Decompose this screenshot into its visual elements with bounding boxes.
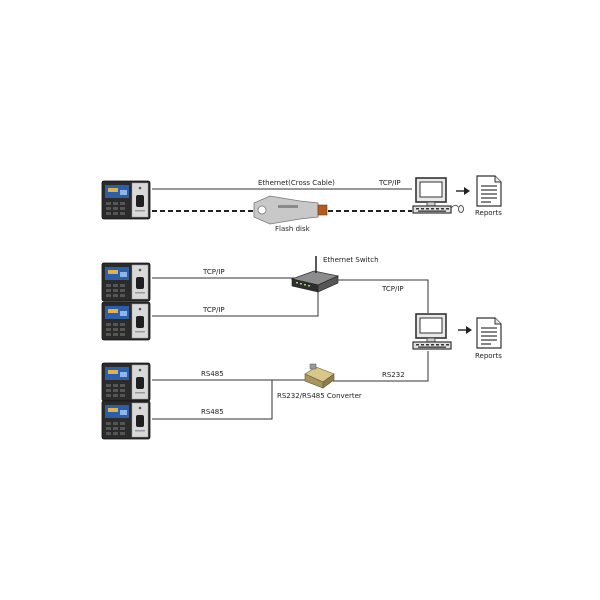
arrow-right-icon xyxy=(457,325,473,335)
reports-top-label: Reports xyxy=(475,209,502,217)
mouse-icon xyxy=(450,204,464,213)
fingerprint-terminal-icon xyxy=(101,301,151,341)
converter-label: RS232/RS485 Converter xyxy=(277,392,362,400)
ethernet-cross-cable-label: Ethernet(Cross Cable) xyxy=(258,179,335,187)
device2-to-switch-line xyxy=(152,292,319,317)
ethernet-switch-label: Ethernet Switch xyxy=(323,256,379,264)
desktop-computer-icon xyxy=(412,313,452,350)
switch-to-computer-line xyxy=(335,279,429,313)
rs232-label: RS232 xyxy=(382,371,405,379)
tcpip-top-label: TCP/IP xyxy=(378,179,401,187)
rs232-converter-to-computer-line xyxy=(333,351,429,382)
arrow-right-icon xyxy=(455,186,471,196)
rs485-device2-label: RS485 xyxy=(201,408,224,416)
usb-flash-disk-icon xyxy=(253,195,328,225)
reports-middle-label: Reports xyxy=(475,352,502,360)
report-document-icon xyxy=(476,175,502,207)
rs232-rs485-converter-icon xyxy=(304,363,335,389)
rs485-device1-label: RS485 xyxy=(201,370,224,378)
tcpip-switch-pc-label: TCP/IP xyxy=(381,285,404,293)
tcpip-device2-label: TCP/IP xyxy=(202,306,225,314)
ethernet-switch-icon xyxy=(290,256,340,293)
fingerprint-terminal-icon xyxy=(101,262,151,302)
fingerprint-terminal-icon xyxy=(101,180,151,220)
report-document-icon xyxy=(476,317,502,349)
tcpip-device1-label: TCP/IP xyxy=(202,268,225,276)
desktop-computer-icon xyxy=(412,177,452,214)
fingerprint-terminal-icon xyxy=(101,400,151,440)
flash-disk-label: Flash disk xyxy=(275,225,311,233)
rs485-device2-line xyxy=(152,380,273,420)
fingerprint-terminal-icon xyxy=(101,362,151,402)
